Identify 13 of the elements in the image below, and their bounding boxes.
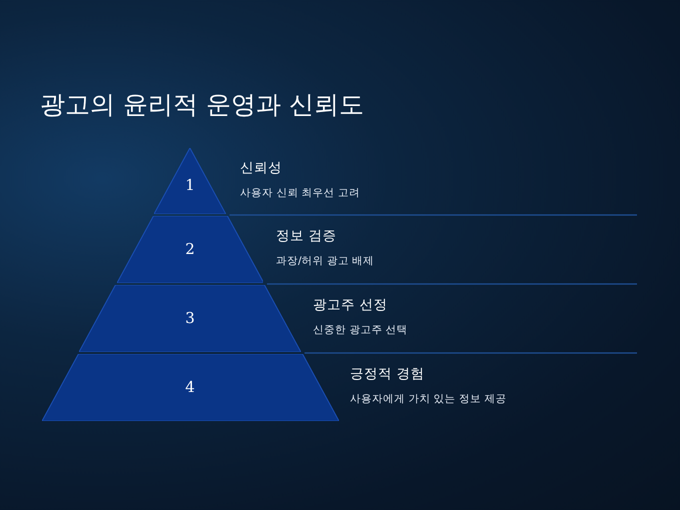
tier-description: 신중한 광고주 선택 [313, 323, 408, 337]
tier-description: 사용자 신뢰 최우선 고려 [240, 186, 360, 200]
tier-heading: 광고주 선정 [313, 296, 388, 314]
tier-description: 사용자에게 가치 있는 정보 제공 [350, 392, 506, 406]
pyramid-tier: 3 [79, 285, 301, 352]
tier-heading: 신뢰성 [240, 159, 282, 177]
tier-heading: 긍정적 경험 [350, 365, 424, 383]
pyramid-tier: 2 [116, 216, 264, 283]
pyramid-tier: 1 [154, 148, 226, 214]
tier-heading: 정보 검증 [276, 227, 336, 245]
tier-description: 과장/허위 광고 배제 [276, 254, 374, 268]
pyramid-tier: 4 [42, 354, 338, 421]
title: 광고의 윤리적 운영과 신뢰도 [40, 89, 364, 121]
